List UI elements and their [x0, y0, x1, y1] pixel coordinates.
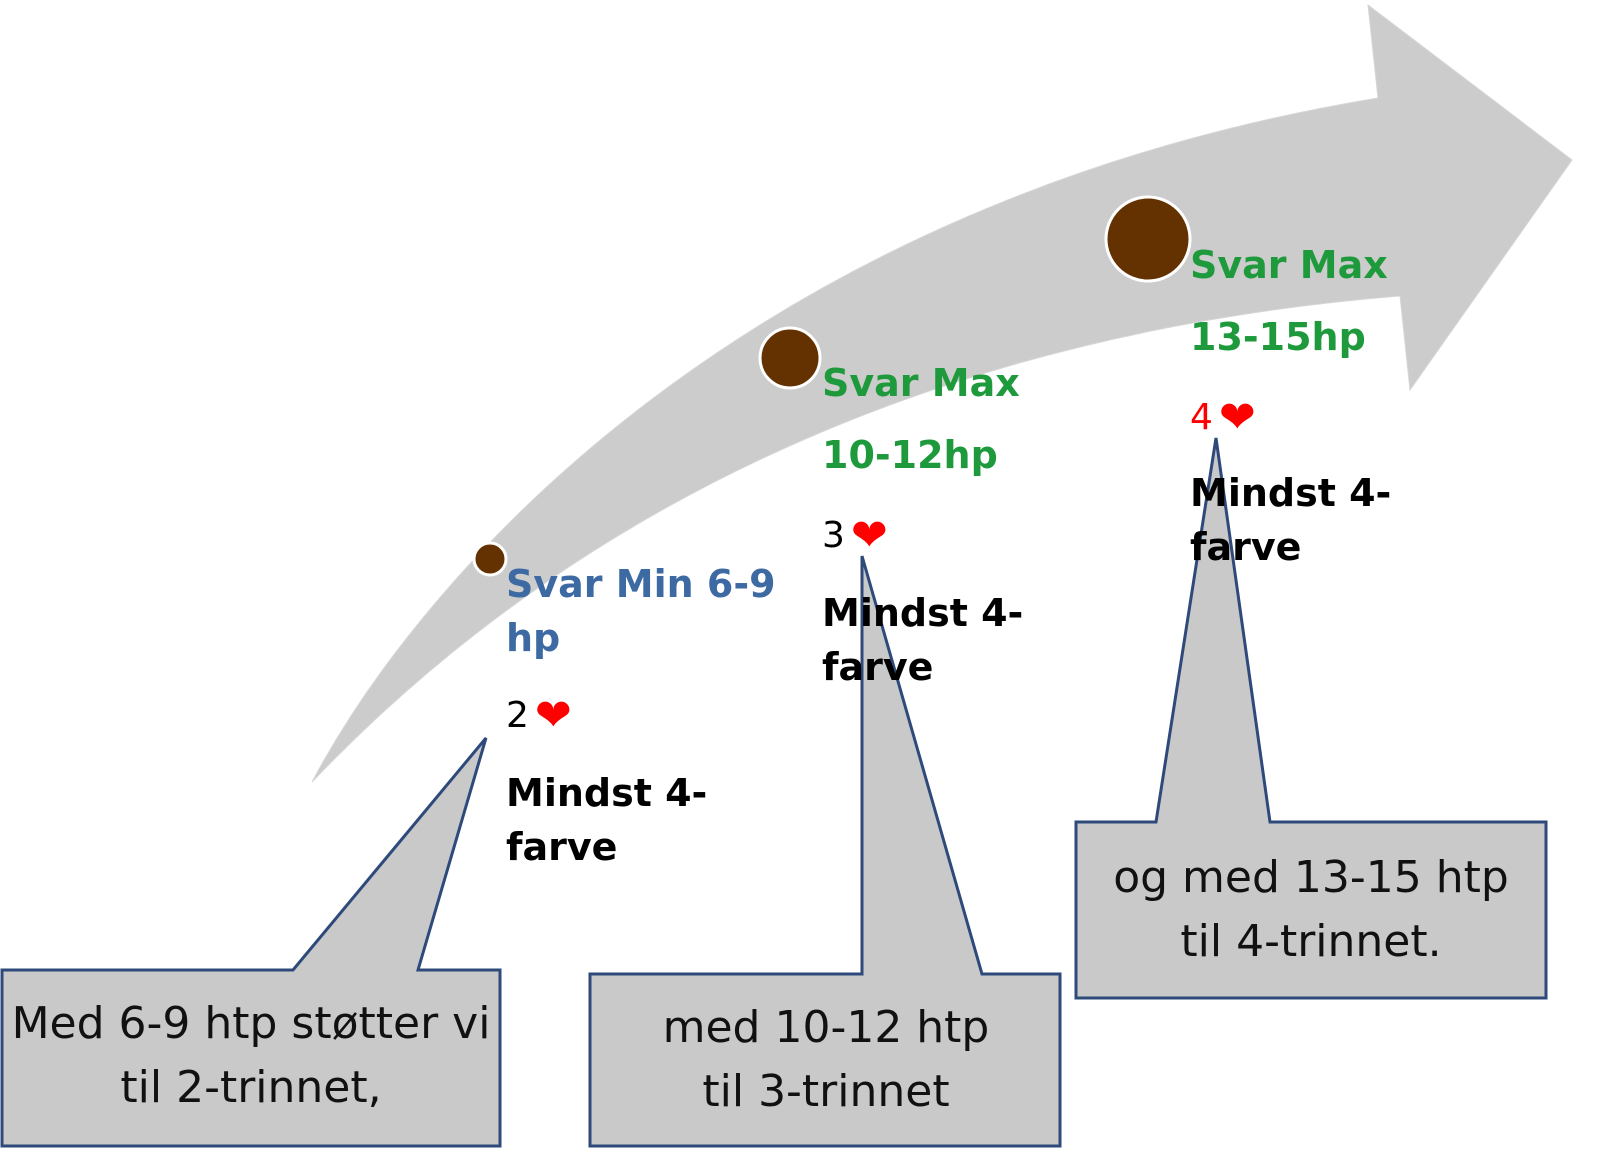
stage-2-dot	[758, 326, 822, 390]
callout-3-text: og med 13-15 htp til 4-trinnet.	[1113, 852, 1509, 967]
stage-2-heading-line1: Svar Max	[822, 361, 1020, 405]
stage-2-heading-line2: 10-12hp	[822, 433, 998, 477]
stage-1-heading: Svar Min 6-9 hp	[506, 562, 776, 660]
heart-icon: ❤	[534, 690, 572, 741]
stage-3-dot	[1104, 195, 1192, 283]
callout-2-text: med 10-12 htp til 3-trinnet	[662, 1002, 990, 1117]
stage-3-heading-line2: 13-15hp	[1190, 315, 1366, 359]
curved-arrow	[311, 3, 1573, 783]
heart-icon: ❤	[850, 510, 888, 561]
callout-3-shape	[1074, 437, 1548, 1000]
heart-icon: ❤	[1218, 392, 1256, 443]
callout-2-shape	[588, 555, 1062, 1148]
stage-2-level-number: 3	[822, 515, 845, 556]
stage-3-level: 4❤	[1190, 396, 1256, 440]
stage-3-level-number: 4	[1190, 397, 1213, 438]
stage-1-dot	[472, 541, 508, 577]
stage-1-requirement: Mindst 4-farve	[506, 771, 708, 869]
stage-1-level: 2❤	[506, 694, 572, 738]
stage-1-level-number: 2	[506, 695, 529, 736]
stage-2-level: 3❤	[822, 514, 888, 558]
stage-2-requirement: Mindst 4-farve	[822, 591, 1024, 689]
callout-1-text: Med 6-9 htp støtter vi til 2-trinnet,	[11, 998, 491, 1113]
callout-1-shape	[0, 737, 502, 1148]
stage-3-requirement: Mindst 4-farve	[1190, 471, 1392, 569]
stage-3-heading-line1: Svar Max	[1190, 243, 1388, 287]
